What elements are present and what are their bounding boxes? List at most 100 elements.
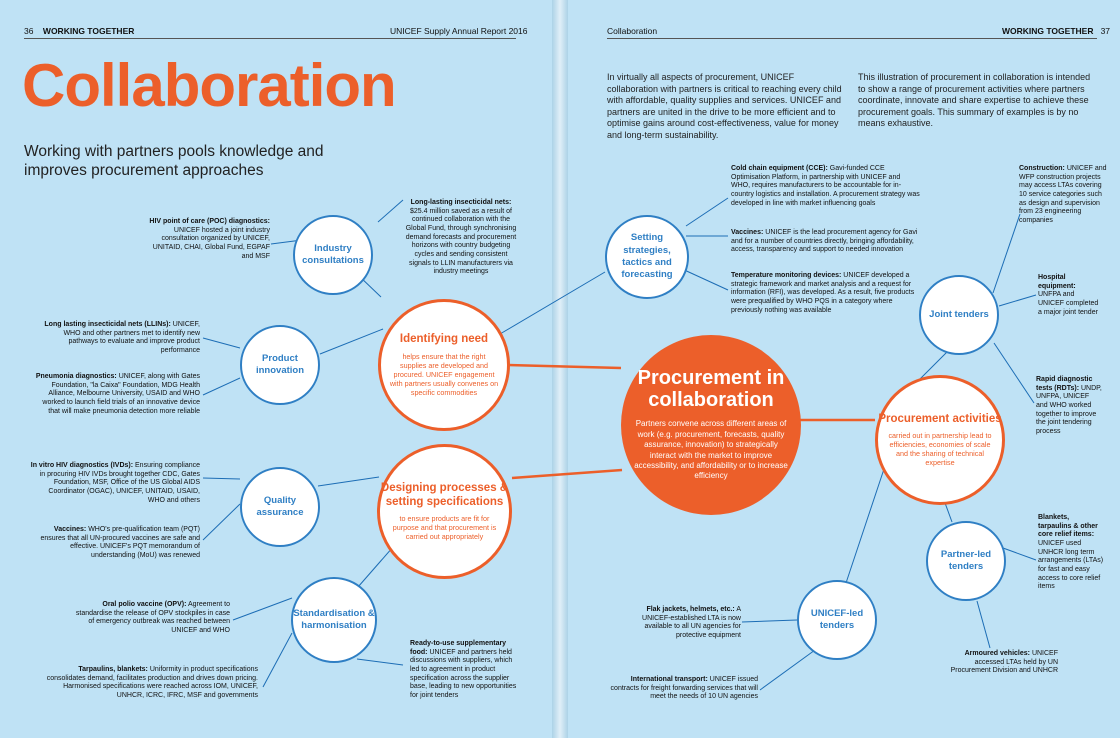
line-procurement-unicef [845,459,888,584]
line-setting-temperature [679,267,729,291]
note-llins-text: UNICEF, WHO and other partners met to id… [63,321,200,355]
note-llin-industry: Long-lasting insecticidal nets: $25.4 mi… [405,199,517,277]
line-standard-opv [232,597,293,621]
node-unicef-led-label: UNICEF-led tenders [810,607,864,631]
note-llin-industry-text: $25.4 million saved as a result of conti… [405,207,517,276]
node-standardisation-label: Standardisation & harmonisation [293,607,375,631]
note-hospital-text: UNFPA and UNICEF completed a major joint… [1038,291,1099,316]
identifying-need-title: Identifying need [399,333,489,346]
note-vaccines-gavi: Vaccines: UNICEF is the lead procurement… [731,229,921,255]
identifying-need-hub: Identifying need helps ensure that the r… [378,299,510,431]
note-llins: Long lasting insecticidal nets (LLINs): … [40,321,200,356]
identifying-need-desc: helps ensure that the right supplies are… [389,351,499,397]
node-joint-tenders: Joint tenders [919,275,999,355]
line-setting-cce [685,197,729,227]
node-industry-consultations: Industry consultations [293,215,373,295]
line-standard-rutf [356,658,404,666]
line-joint-hospital [998,294,1037,307]
node-partner-led-tenders: Partner-led tenders [926,521,1006,601]
note-opv: Oral polio vaccine (OPV): Agreement to s… [70,601,230,636]
note-transport: International transport: UNICEF issued c… [610,676,758,702]
line-industry-llin [377,199,404,223]
intro-paragraph-2: This illustration of procurement in coll… [858,72,1091,129]
note-tarpaulins-text: Uniformity in product specifications con… [46,666,258,700]
procurement-activities-desc: carried out in partnership lead to effic… [888,431,992,468]
node-quality-assurance: Quality assurance [240,467,320,547]
note-armoured: Armoured vehicles: UNICEF accessed LTAs … [938,650,1058,676]
note-blankets-label: Blankets, tarpaulins & other core relief… [1038,514,1098,539]
node-unicef-led-tenders: UNICEF-led tenders [797,580,877,660]
note-blankets-text: UNICEF used UNHCR long term arrangements… [1038,540,1104,591]
line-partner-armoured [976,600,991,649]
left-section-label: WORKING TOGETHER [42,26,135,36]
left-header-rule [24,38,516,39]
note-hospital-label: Hospital equipment: [1038,274,1076,290]
note-opv-text: Agreement to standardise the release of … [75,601,230,635]
note-ivd-text: Ensuring compliance in procuring HIV IVD… [39,462,200,504]
node-standardisation-harmonisation: Standardisation & harmonisation [291,577,377,663]
note-vaccines-pqt-text: WHO's pre-qualification team (PQT) ensur… [40,526,200,560]
note-vaccines-pqt: Vaccines: WHO's pre-qualification team (… [30,526,200,561]
note-armoured-label: Armoured vehicles: [964,650,1030,657]
note-rutf-label: Ready-to-use supplementary food: [410,640,507,656]
right-section-label: WORKING TOGETHER [1002,26,1094,36]
note-rdt-text: UNDP, UNFPA, UNICEF and WHO worked toget… [1036,384,1102,436]
right-page-number: 37 [1100,26,1111,36]
right-page-header: WORKING TOGETHER 37 [1002,26,1110,36]
node-setting-strategies: Setting strategies, tactics and forecast… [605,215,689,299]
note-cce-label: Cold chain equipment (CCE): [731,165,828,172]
center-description: Partners convene across different areas … [634,419,788,481]
note-temperature: Temperature monitoring devices: UNICEF d… [731,272,921,315]
note-cce-text: Gavi-funded CCE Optimisation Platform, i… [731,165,920,207]
note-pneumonia-text: UNICEF, along with Gates Foundation, "la… [42,373,200,415]
node-product-innovation-label: Product innovation [255,352,305,376]
designing-processes-title: Designing processes & setting specificat… [380,482,509,508]
node-joint-tenders-label: Joint tenders [929,308,989,320]
procurement-in-collaboration-hub: Procurement in collaboration Partners co… [621,335,801,515]
line-designing-center [511,468,623,480]
note-hiv-poc: HIV point of care (POC) diagnostics: UNI… [140,218,270,261]
line-identifying-center [507,363,622,370]
line-designing-quality [317,476,380,487]
left-report-name: UNICEF Supply Annual Report 2016 [390,26,528,36]
note-rutf-text: UNICEF and partners held discussions wit… [410,648,517,700]
note-temperature-label: Temperature monitoring devices: [731,272,842,279]
note-vaccines-gavi-text: UNICEF is the lead procurement agency fo… [731,229,918,254]
note-flak-text: A UNICEF-established LTA is now availabl… [642,606,741,640]
node-setting-strategies-label: Setting strategies, tactics and forecast… [621,232,673,281]
note-tarpaulins-label: Tarpaulins, blankets: [78,666,148,673]
node-partner-led-label: Partner-led tenders [940,548,992,572]
note-llin-industry-label: Long-lasting insecticidal nets: [410,199,512,206]
note-transport-label: International transport: [630,676,708,683]
note-rdt: Rapid diagnostic tests (RDTs): UNDP, UNF… [1036,376,1102,437]
note-construction-text: UNICEF and WFP construction projects may… [1019,165,1107,225]
line-joint-construction [992,213,1021,294]
note-vaccines-gavi-label: Vaccines: [731,229,764,236]
node-product-innovation: Product innovation [240,325,320,405]
note-opv-label: Oral polio vaccine (OPV): [102,601,187,608]
left-page-number: 36 [24,26,34,36]
note-construction: Construction: UNICEF and WFP constructio… [1019,165,1107,226]
note-hiv-poc-label: HIV point of care (POC) diagnostics: [149,218,270,225]
note-rdt-label: Rapid diagnostic tests (RDTs): [1036,376,1093,392]
node-industry-consultations-label: Industry consultations [302,242,364,266]
note-ivd: In vitro HIV diagnostics (IVDs): Ensurin… [30,462,200,505]
note-vaccines-pqt-label: Vaccines: [53,526,87,533]
note-flak-label: Flak jackets, helmets, etc.: [646,606,735,613]
procurement-activities-title: Procurement activities [878,412,1002,425]
note-temperature-text: UNICEF developed a strategic framework a… [731,272,915,314]
note-construction-label: Construction: [1019,165,1065,172]
page-subtitle: Working with partners pools knowledge an… [24,143,324,179]
note-transport-text: UNICEF issued contracts for freight forw… [610,676,758,701]
note-llins-label: Long lasting insecticidal nets (LLINs): [44,321,171,328]
line-product-llins [202,337,241,349]
line-identifying-product [319,328,384,355]
note-flak: Flak jackets, helmets, etc.: A UNICEF-es… [625,606,741,641]
line-partner-blankets [1002,547,1037,561]
note-hiv-poc-text: UNICEF hosted a joint industry consultat… [152,226,270,260]
line-standard-tarpaulins [262,632,293,688]
line-joint-rdt [993,342,1035,404]
line-unicef-transport [759,649,816,691]
center-title: Procurement in collaboration [637,367,785,411]
